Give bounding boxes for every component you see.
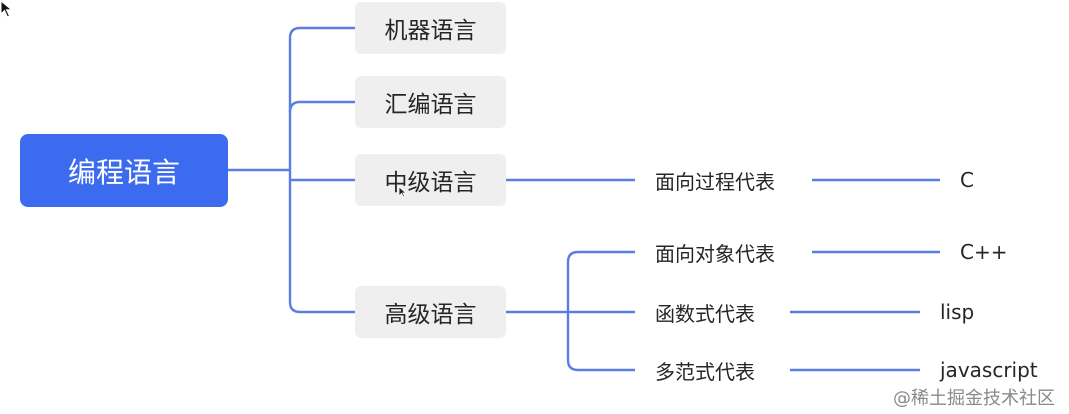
- connector-high-level-language: [288, 170, 355, 314]
- node-functional-representative[interactable]: 函数式代表: [655, 301, 755, 326]
- node-procedural-representative[interactable]: 面向过程代表: [655, 169, 775, 194]
- node-high-level-language[interactable]: 高级语言: [355, 286, 506, 338]
- root-node[interactable]: 编程语言: [20, 134, 228, 207]
- node-assembly-language[interactable]: 汇编语言: [355, 76, 506, 128]
- connector-machine-language: [288, 26, 355, 170]
- node-example-cpp[interactable]: C++: [960, 240, 1008, 264]
- mouse-pointer-icon: [398, 186, 407, 198]
- node-oop-representative[interactable]: 面向对象代表: [655, 241, 775, 266]
- node-example-lisp[interactable]: lisp: [940, 300, 975, 324]
- node-mid-level-language[interactable]: 中级语言: [355, 154, 506, 206]
- connector-assembly-language: [288, 100, 355, 113]
- node-machine-language[interactable]: 机器语言: [355, 2, 506, 54]
- node-example-javascript[interactable]: javascript: [940, 358, 1038, 382]
- connector-high-branch-spine: [566, 250, 635, 372]
- node-example-c[interactable]: C: [960, 168, 974, 192]
- mouse-pointer-icon: [0, 0, 13, 18]
- node-multiparadigm-representative[interactable]: 多范式代表: [655, 359, 755, 384]
- watermark: @稀土掘金技术社区: [893, 388, 1055, 409]
